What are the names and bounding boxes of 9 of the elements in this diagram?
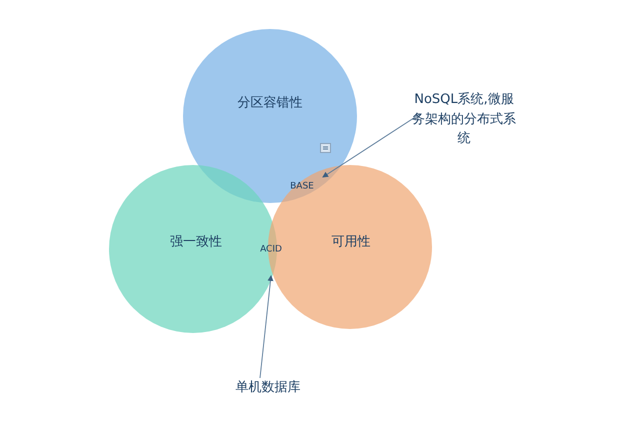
set-label: 分区容错性 — [238, 94, 302, 113]
leader-line — [260, 275, 274, 378]
leader-line — [322, 114, 420, 178]
intersection-label: BASE — [290, 180, 314, 194]
set-label: 强一致性 — [170, 234, 222, 252]
callout-text: 单机数据库 — [230, 378, 306, 398]
set-label: 可用性 — [332, 234, 370, 252]
callout-text: NoSQL系统,微服务架构的分布式系统 — [412, 90, 516, 148]
intersection-label: ACID — [260, 243, 282, 257]
